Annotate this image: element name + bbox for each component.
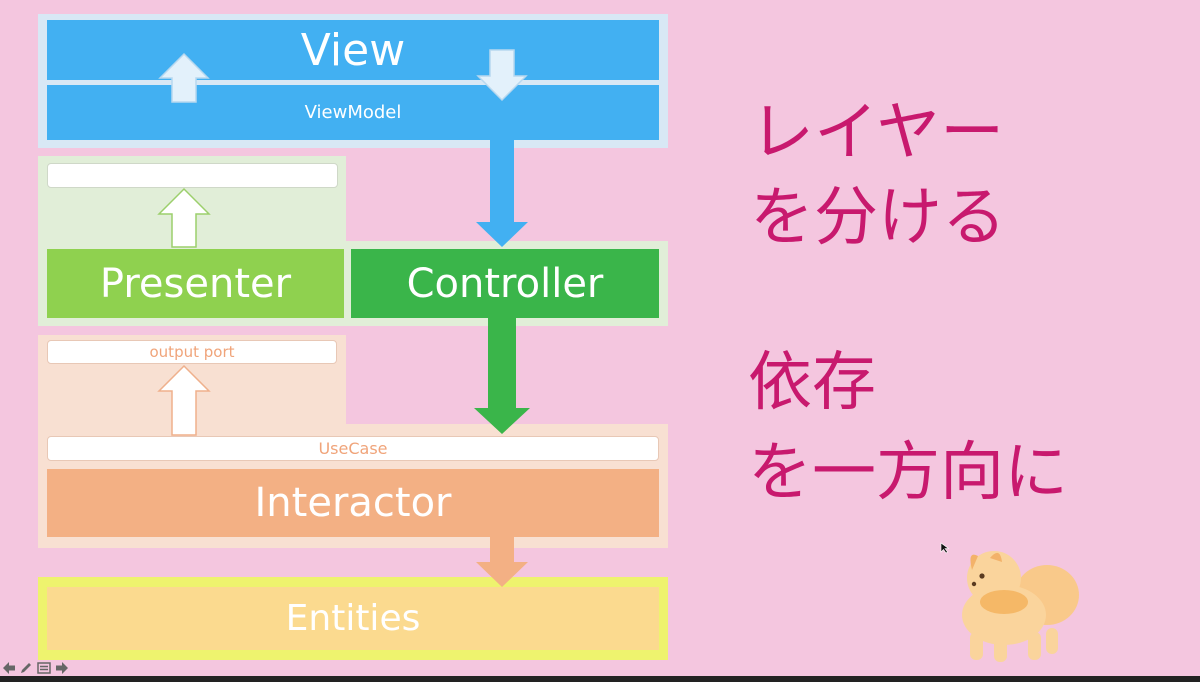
menu-icon[interactable] — [37, 661, 51, 675]
mouse-cursor-icon — [940, 542, 950, 554]
pen-icon[interactable] — [19, 661, 33, 675]
subheadline-line-1: 依存 — [748, 346, 876, 420]
arrow-right-icon[interactable] — [55, 661, 69, 675]
interactor-box: Interactor — [47, 469, 659, 537]
presenter-output-slot — [47, 163, 338, 188]
entities-box: Entities — [47, 587, 659, 650]
slide-toolbar — [0, 659, 80, 677]
headline-line-1: レイヤー — [750, 96, 1005, 170]
presenter-box: Presenter — [47, 249, 344, 318]
output-port-box: output port — [47, 340, 337, 364]
controller-box: Controller — [351, 249, 659, 318]
bottom-edge-bar — [0, 676, 1200, 682]
arrow-view-to-controller — [476, 140, 528, 247]
pomeranian-dog-icon — [962, 551, 1079, 662]
viewmodel-box: ViewModel — [47, 85, 659, 140]
subheadline-line-2: を一方向に — [748, 436, 1068, 510]
arrow-left-icon[interactable] — [2, 661, 16, 675]
headline-line-2: を分ける — [750, 181, 1006, 255]
view-box: View — [47, 20, 659, 80]
usecase-box: UseCase — [47, 436, 659, 461]
arrow-controller-to-usecase — [474, 318, 530, 434]
